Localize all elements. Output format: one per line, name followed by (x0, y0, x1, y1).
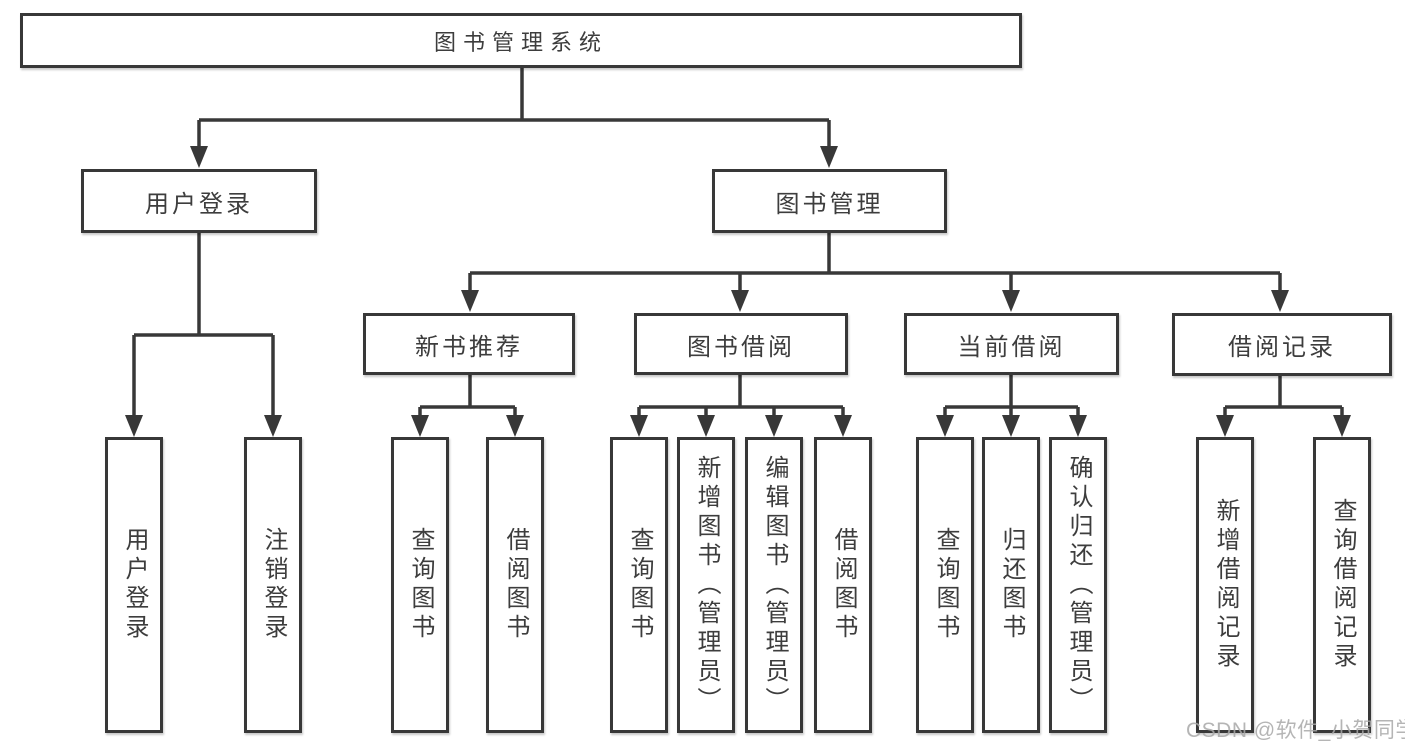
leaf-query-books-current: 查询图书 (916, 437, 974, 733)
node-book-borrow: 图书借阅 (634, 313, 848, 375)
leaf-user-login-label: 用户登录 (121, 527, 148, 643)
leaf-return-book-label: 归还图书 (998, 527, 1025, 643)
leaf-add-book-admin: 新增图书（管理员） (677, 437, 735, 733)
node-user-login-label: 用户登录 (145, 190, 253, 218)
leaf-query-books-borrow-label: 查询图书 (626, 527, 653, 643)
watermark: CSDN @软件_小贺同学 (1186, 719, 1405, 742)
leaf-add-book-admin-label: 新增图书（管理员） (693, 454, 720, 716)
leaf-return-book: 归还图书 (982, 437, 1040, 733)
node-book-borrow-label: 图书借阅 (687, 333, 795, 361)
leaf-query-books-borrow: 查询图书 (610, 437, 668, 733)
leaf-logout: 注销登录 (244, 437, 302, 733)
leaf-user-login: 用户登录 (105, 437, 163, 733)
node-root-label: 图书管理系统 (433, 29, 608, 55)
leaf-query-books-recommend: 查询图书 (391, 437, 449, 733)
leaf-confirm-return-admin-label: 确认归还（管理员） (1065, 454, 1092, 716)
node-book-management-label: 图书管理 (775, 190, 884, 218)
leaf-query-books-current-label: 查询图书 (932, 527, 959, 643)
leaf-borrow-books-label: 借阅图书 (830, 527, 857, 643)
leaf-confirm-return-admin: 确认归还（管理员） (1049, 437, 1107, 733)
node-user-login: 用户登录 (81, 169, 317, 233)
leaf-query-books-recommend-label: 查询图书 (407, 527, 434, 643)
leaf-edit-book-admin: 编辑图书（管理员） (745, 437, 803, 733)
node-book-management: 图书管理 (712, 169, 947, 233)
node-borrow-records-label: 借阅记录 (1228, 334, 1336, 361)
leaf-edit-book-admin-label: 编辑图书（管理员） (761, 454, 788, 716)
node-new-book-recommend-label: 新书推荐 (415, 333, 523, 361)
leaf-query-borrow-record: 查询借阅记录 (1313, 437, 1371, 733)
leaf-borrow-books-recommend: 借阅图书 (486, 437, 544, 733)
node-current-borrow-label: 当前借阅 (957, 333, 1066, 361)
leaf-add-borrow-record: 新增借阅记录 (1196, 437, 1254, 733)
leaf-borrow-books-recommend-label: 借阅图书 (502, 527, 529, 643)
node-current-borrow: 当前借阅 (904, 313, 1119, 375)
leaf-borrow-books: 借阅图书 (814, 437, 872, 733)
node-borrow-records: 借阅记录 (1172, 313, 1392, 376)
node-new-book-recommend: 新书推荐 (363, 313, 575, 375)
node-root: 图书管理系统 (20, 13, 1022, 68)
leaf-logout-label: 注销登录 (260, 527, 287, 643)
leaf-add-borrow-record-label: 新增借阅记录 (1212, 498, 1239, 672)
leaf-query-borrow-record-label: 查询借阅记录 (1329, 498, 1356, 672)
